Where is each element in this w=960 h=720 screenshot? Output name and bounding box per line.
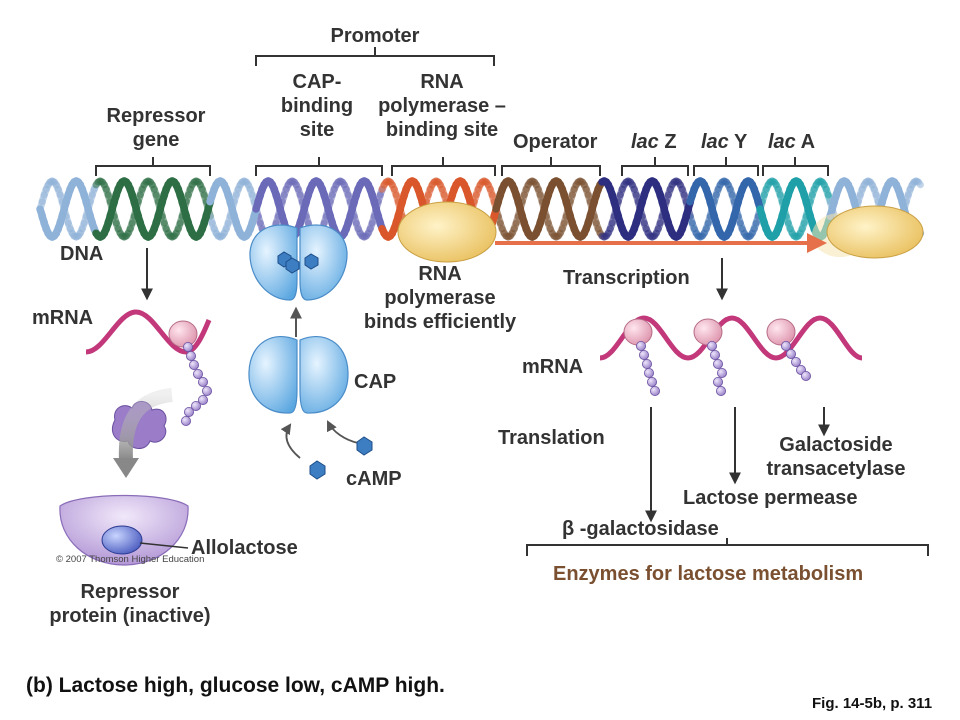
ribosome bbox=[693, 318, 723, 346]
amino-acid-bead bbox=[197, 394, 208, 405]
allolactose-molecule bbox=[101, 525, 143, 555]
camp-molecule bbox=[309, 460, 326, 480]
dna-back-strand bbox=[914, 178, 924, 189]
cap-protein-bound bbox=[249, 224, 348, 301]
rna-polymerase-bound bbox=[397, 201, 497, 263]
lac-y-label: lac Y bbox=[701, 131, 748, 153]
camp-arrow bbox=[280, 423, 301, 459]
cap-protein-free bbox=[248, 336, 349, 414]
amino-acid-bead bbox=[647, 376, 658, 387]
lac-y-bracket bbox=[693, 157, 759, 176]
enzymes-bracket bbox=[526, 538, 929, 556]
rna-pol-binding-site-label: RNA polymerase – binding site bbox=[378, 71, 506, 141]
amino-acid-bead bbox=[791, 356, 802, 367]
figure-reference: Fig. 14-5b, p. 311 bbox=[812, 695, 933, 712]
beta-galactosidase-label: β -galactosidase bbox=[562, 518, 719, 540]
amino-acid-bead bbox=[801, 370, 812, 381]
amino-acid-bead bbox=[642, 358, 653, 369]
promoter-label: Promoter bbox=[330, 25, 420, 47]
figure-caption: (b) Lactose high, glucose low, cAMP high… bbox=[26, 674, 445, 697]
lac-z-label: lac Z bbox=[631, 131, 677, 153]
cap-site-bracket bbox=[255, 157, 383, 176]
mrna-left-label: mRNA bbox=[32, 307, 94, 329]
rna-pol-binds-label: RNA polymerase binds efficiently bbox=[363, 263, 517, 333]
lactose-permease-label: Lactose permease bbox=[683, 487, 858, 509]
ribosome bbox=[766, 318, 796, 346]
repressor-gene-bracket bbox=[95, 157, 211, 176]
translation-label: Translation bbox=[498, 427, 605, 449]
rna-pol-site-bracket bbox=[391, 157, 496, 176]
lac-a-label: lac A bbox=[768, 131, 816, 153]
amino-acid-bead bbox=[636, 340, 647, 351]
mrna-strand bbox=[85, 309, 212, 355]
repressor-gene-label: Repressor gene bbox=[106, 105, 206, 151]
galactoside-transacetylase-label: Galactoside transacetylase bbox=[766, 434, 906, 480]
rna-polymerase-end bbox=[826, 205, 924, 259]
amino-acid-bead bbox=[786, 348, 797, 359]
camp-molecule bbox=[304, 253, 319, 270]
dna-label: DNA bbox=[60, 243, 104, 265]
lac-a-bracket bbox=[762, 157, 829, 176]
amino-acid-bead bbox=[197, 376, 208, 387]
mrna-right-label: mRNA bbox=[522, 356, 584, 378]
promoter-bracket bbox=[255, 47, 495, 66]
amino-acid-bead bbox=[190, 400, 201, 411]
polypeptide-chains bbox=[636, 340, 812, 396]
amino-acid-bead bbox=[713, 376, 724, 387]
region-brackets bbox=[95, 47, 929, 556]
polycistronic-mrna bbox=[599, 315, 863, 361]
amino-acid-bead bbox=[710, 349, 721, 360]
amino-acid-bead bbox=[201, 385, 212, 396]
cap-label: CAP bbox=[354, 371, 397, 393]
amino-acid-bead bbox=[185, 350, 196, 361]
amino-acid-bead bbox=[639, 349, 650, 360]
folding-arrow bbox=[118, 388, 173, 461]
operator-label: Operator bbox=[513, 131, 598, 153]
folding-arrow-head bbox=[113, 458, 139, 478]
cap-binding-site-label: CAP- binding site bbox=[280, 71, 354, 141]
repressor-protein-label: Repressor protein (inactive) bbox=[49, 581, 211, 627]
camp-molecule bbox=[285, 257, 300, 274]
transcription-label: Transcription bbox=[563, 267, 690, 289]
amino-acid-bead bbox=[192, 368, 203, 379]
camp-label: cAMP bbox=[346, 468, 402, 490]
enzymes-label: Enzymes for lactose metabolism bbox=[553, 563, 864, 585]
amino-acid-bead bbox=[180, 415, 191, 426]
camp-molecule bbox=[356, 436, 373, 456]
amino-acid-bead bbox=[713, 358, 724, 369]
amino-acid-bead bbox=[707, 340, 718, 351]
amino-acid-bead bbox=[188, 359, 199, 370]
amino-acid-bead bbox=[644, 367, 655, 378]
copyright-text: © 2007 Thomson Higher Education bbox=[56, 554, 205, 565]
amino-acid-bead bbox=[183, 406, 194, 417]
amino-acid-bead bbox=[716, 385, 727, 396]
allolactose-pointer bbox=[139, 542, 189, 549]
amino-acid-bead bbox=[717, 367, 728, 378]
polypeptide-chain bbox=[180, 341, 212, 426]
amino-acid-bead bbox=[182, 341, 193, 352]
allolactose-label: Allolactose bbox=[191, 537, 298, 559]
amino-acid-bead bbox=[650, 385, 661, 396]
lac-z-bracket bbox=[621, 157, 689, 176]
camp-arrow bbox=[327, 420, 359, 444]
amino-acid-bead bbox=[781, 340, 792, 351]
ribosome bbox=[168, 320, 198, 348]
ribosome bbox=[623, 318, 653, 346]
operator-bracket bbox=[501, 157, 601, 176]
